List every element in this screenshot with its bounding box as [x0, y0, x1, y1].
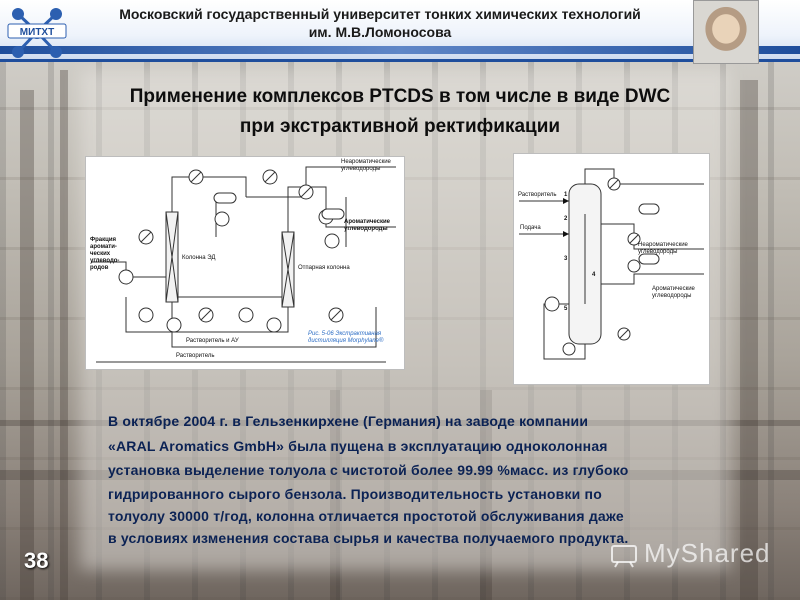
figure-caption: Рис. 5-06 Экстрактивная дистилляция Morp… — [308, 331, 384, 344]
label-solvent-au: Растворитель и АУ — [186, 338, 239, 344]
label-feed: Подача — [520, 225, 541, 231]
university-logo-icon: МИТХТ — [7, 8, 67, 58]
dwc-schematic — [519, 168, 704, 360]
label-stripping-column: Отпарная колонна — [298, 265, 350, 271]
label-nonaromatic-right: Неароматические углеводороды — [638, 242, 688, 255]
paragraph-line4: гидрированного сырого бензола. Производи… — [108, 486, 602, 502]
university-name-line2: им. М.В.Ломоносова — [308, 24, 452, 40]
watermark-text: MyShared — [644, 538, 771, 568]
label-nonaromatic: Неароматические углеводороды — [341, 159, 391, 172]
column-section-4: 4 — [592, 272, 596, 278]
header-bar: МИТХТ Московский государственный универс… — [0, 0, 800, 64]
header-stripe — [0, 46, 800, 54]
label-solvent: Растворитель — [176, 353, 215, 359]
column-section-3: 3 — [564, 256, 568, 262]
label-aromatic-right: Ароматические углеводороды — [652, 286, 695, 299]
paragraph-line3: установка выделение толуола с чистотой б… — [108, 462, 629, 478]
slide-title-line1: Применение комплексов PTCDS в том числе … — [129, 86, 671, 107]
lomonosov-portrait — [693, 0, 759, 64]
paragraph-line1: В октябре 2004 г. в Гельзенкирхене (Герм… — [108, 413, 589, 429]
paragraph-line5: толуолу 30000 т/год, колонна отличается … — [108, 508, 624, 524]
university-name-line1: Московский государственный университет т… — [119, 6, 641, 22]
label-feed-fraction: Фракция аромати-ческих углеводо-родов — [90, 237, 120, 271]
column-section-1: 1 — [564, 192, 568, 198]
label-aromatic: Ароматические углеводороды — [344, 219, 391, 232]
morphylane-process-diagram: Неароматические углеводороды Ароматическ… — [85, 156, 405, 370]
slide-number: 38 — [24, 548, 49, 573]
process-flow-schematic — [91, 166, 396, 363]
dwc-column-diagram: Растворитель Подача Неароматические угле… — [513, 153, 710, 385]
watermark-projector-icon — [611, 545, 637, 568]
paragraph-line2: «ARAL Aromatics GmbH» была пущена в эксп… — [108, 438, 608, 454]
slide-title-line2: при экстрактивной ректификации — [239, 116, 561, 137]
logo-text: МИТХТ — [20, 27, 54, 38]
column-section-5: 5 — [564, 306, 568, 312]
label-solvent-right: Растворитель — [518, 192, 557, 198]
label-column-ed: Колонна ЭД — [182, 255, 216, 261]
column-section-2: 2 — [564, 216, 568, 222]
paragraph-line6: в условиях изменения состава сырья и кач… — [108, 530, 629, 546]
